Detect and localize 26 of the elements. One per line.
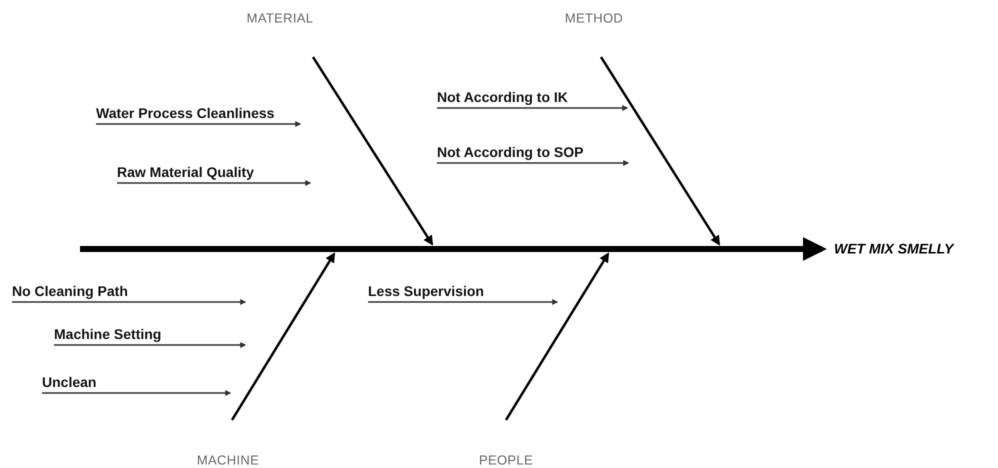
category-label: PEOPLE: [479, 450, 533, 468]
bone-arrow: [600, 56, 720, 246]
cause-label: Machine Setting: [54, 325, 162, 345]
bone-arrow: [230, 252, 336, 421]
cause-arrow: [96, 121, 302, 127]
cause-label: Unclean: [42, 373, 96, 393]
cause-label: Not According to IK: [437, 88, 568, 108]
cause-arrow: [437, 160, 630, 166]
spine-arrow: [80, 237, 827, 261]
category-label: MATERIAL: [246, 8, 314, 28]
cause-arrow: [12, 299, 246, 305]
effect-label: WET MIX SMELLY: [822, 238, 954, 260]
category-label: METHOD: [564, 8, 624, 28]
bone-arrow: [504, 252, 610, 421]
cause-label: Not According to SOP: [437, 143, 584, 163]
category-label: MACHINE: [196, 450, 260, 468]
cause-arrow: [368, 299, 558, 305]
cause-label: No Cleaning Path: [12, 282, 128, 302]
cause-label: Raw Material Quality: [117, 163, 254, 183]
bone-arrow: [312, 56, 434, 246]
cause-arrow: [117, 180, 312, 186]
cause-label: Water Process Cleanliness: [96, 104, 274, 124]
cause-arrow: [54, 342, 246, 348]
cause-arrow: [437, 105, 628, 111]
cause-label: Less Supervision: [368, 282, 484, 302]
cause-arrow: [42, 390, 232, 396]
